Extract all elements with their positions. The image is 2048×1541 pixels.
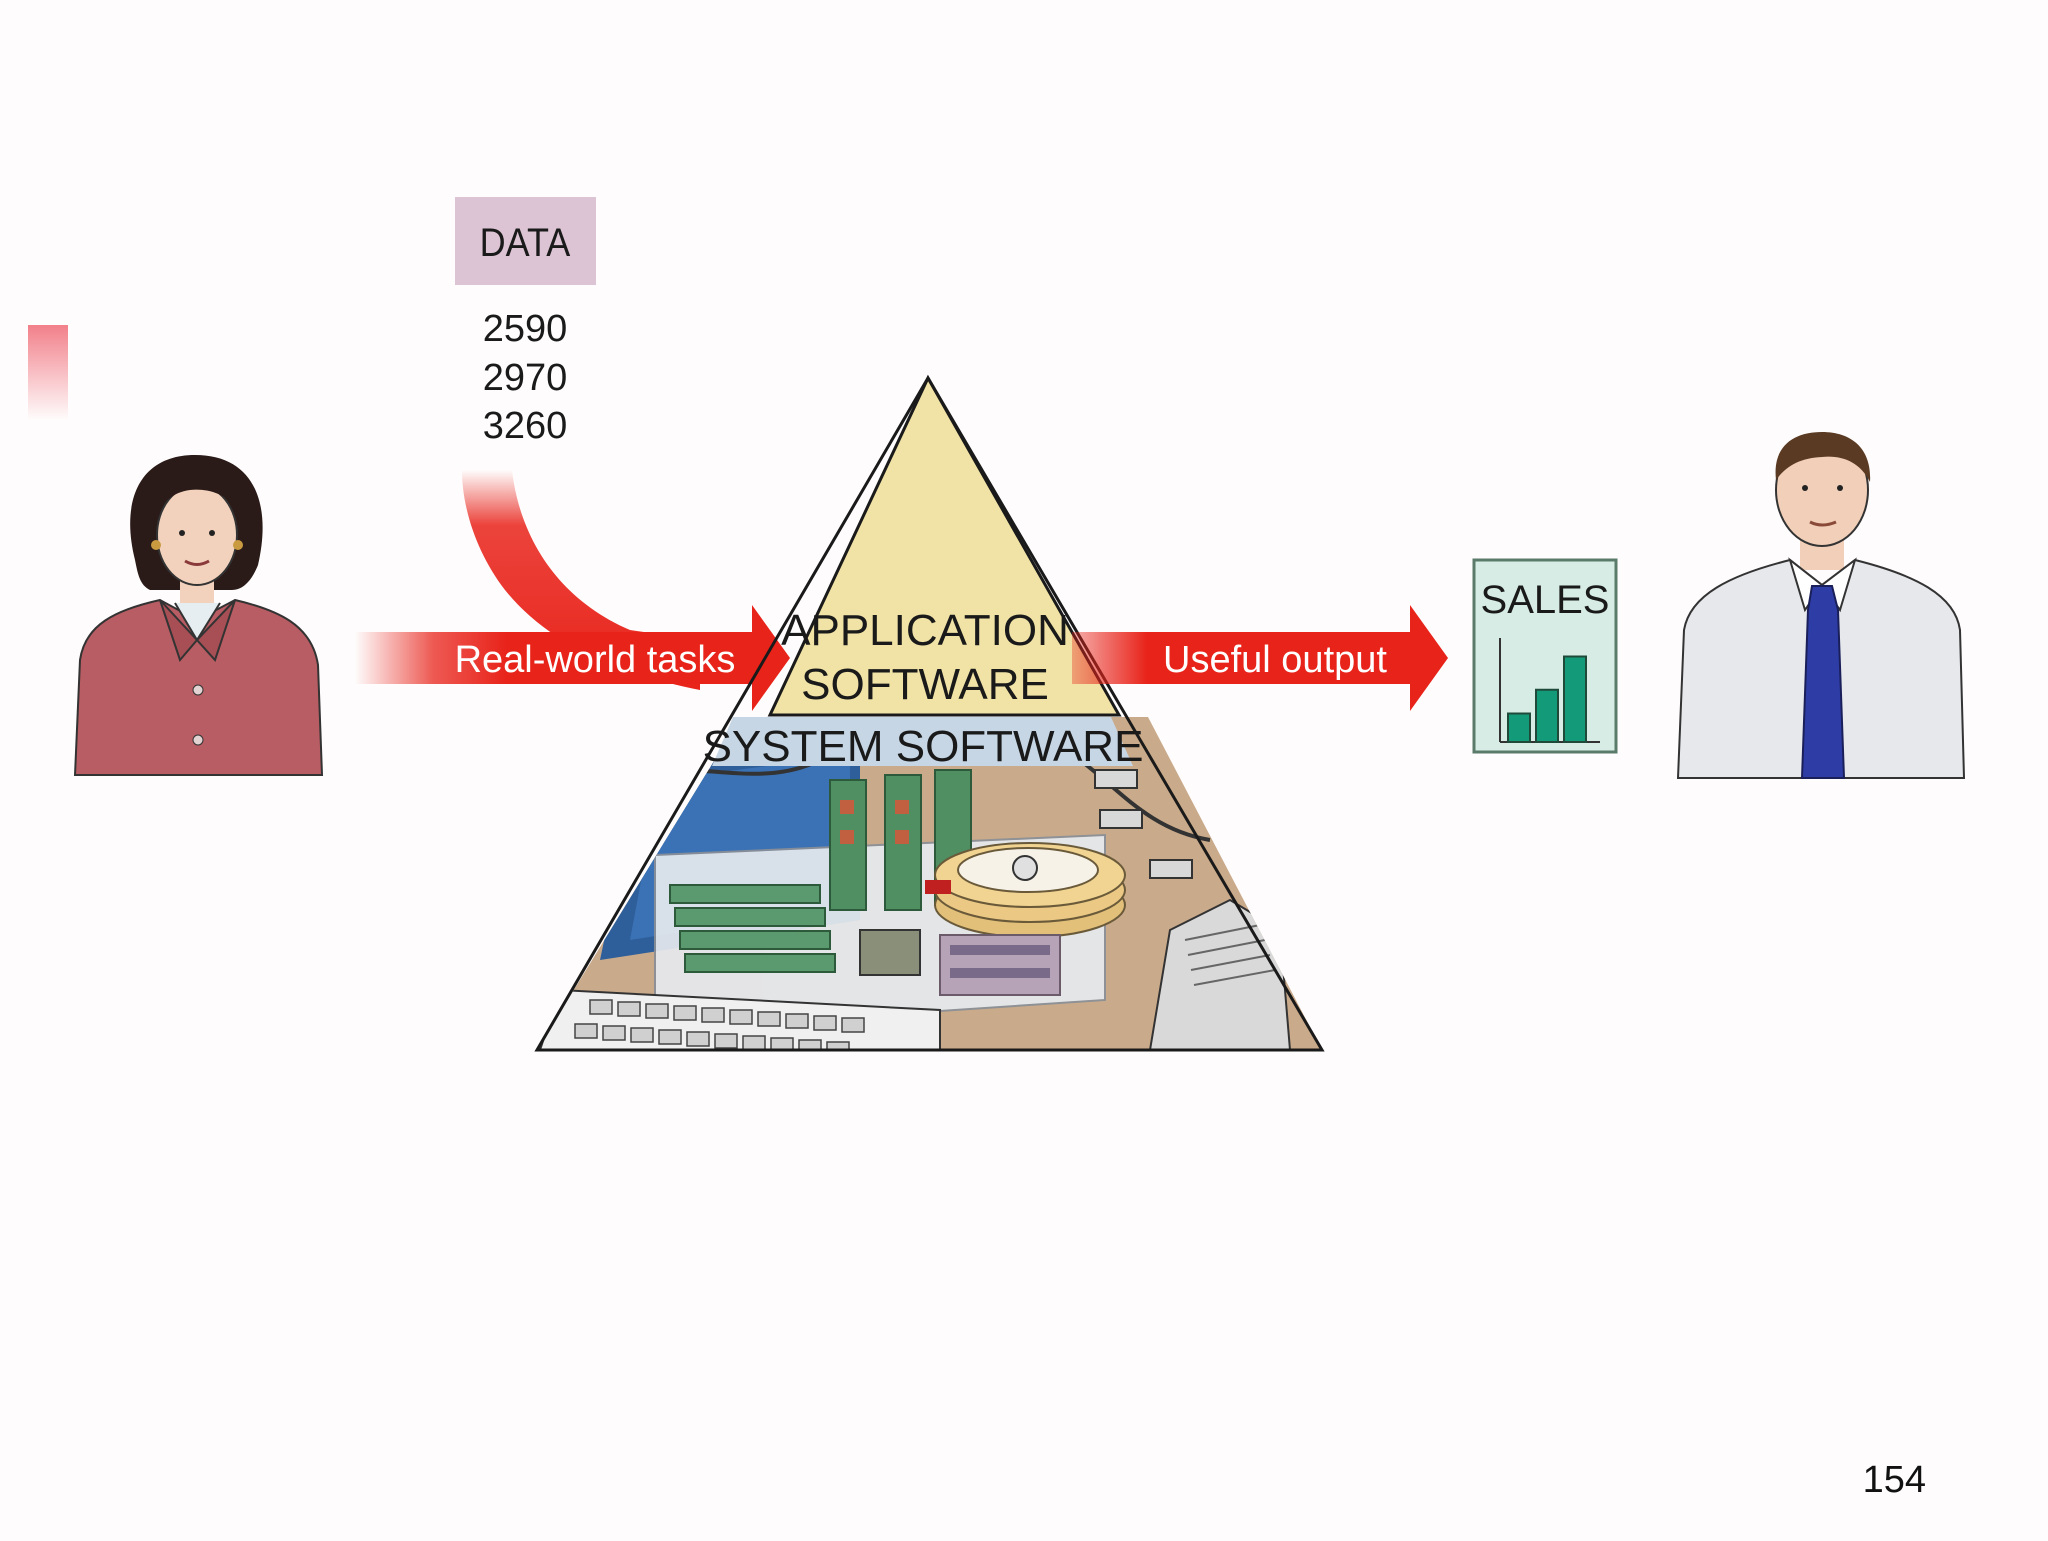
application-label-line1: APPLICATION [781, 606, 1069, 655]
application-label-line2: SOFTWARE [801, 660, 1049, 709]
sales-report-label: SALES [1481, 578, 1610, 622]
bar-chart-icon [1499, 638, 1600, 743]
page-number: 154 [1862, 1459, 1926, 1501]
man-figure-icon [1676, 432, 1966, 779]
woman-figure-icon [73, 455, 324, 776]
data-box-bg [455, 197, 596, 285]
data-box-label: DATA [480, 221, 571, 265]
data-value-1: 2590 [483, 308, 568, 350]
sales-bar [1563, 655, 1587, 743]
system-software-label: SYSTEM SOFTWARE [703, 722, 1144, 771]
accent-bar [28, 325, 68, 420]
sales-bar [1535, 688, 1559, 743]
system-software-band [712, 717, 1133, 766]
data-box: DATA 2590 2970 3260 [455, 197, 596, 447]
real-world-tasks-label: Real-world tasks [455, 639, 736, 681]
sales-report: SALES [1472, 558, 1618, 754]
sales-bar [1507, 712, 1531, 743]
data-value-3: 3260 [483, 405, 568, 447]
useful-output-arrow: Useful output [1072, 605, 1448, 711]
data-value-2: 2970 [483, 357, 568, 399]
software-pyramid: APPLICATION SOFTWARE SYSTEM SOFTWARE [534, 374, 1325, 1052]
useful-output-label: Useful output [1163, 639, 1387, 681]
real-world-tasks-arrow: Real-world tasks [355, 605, 790, 711]
